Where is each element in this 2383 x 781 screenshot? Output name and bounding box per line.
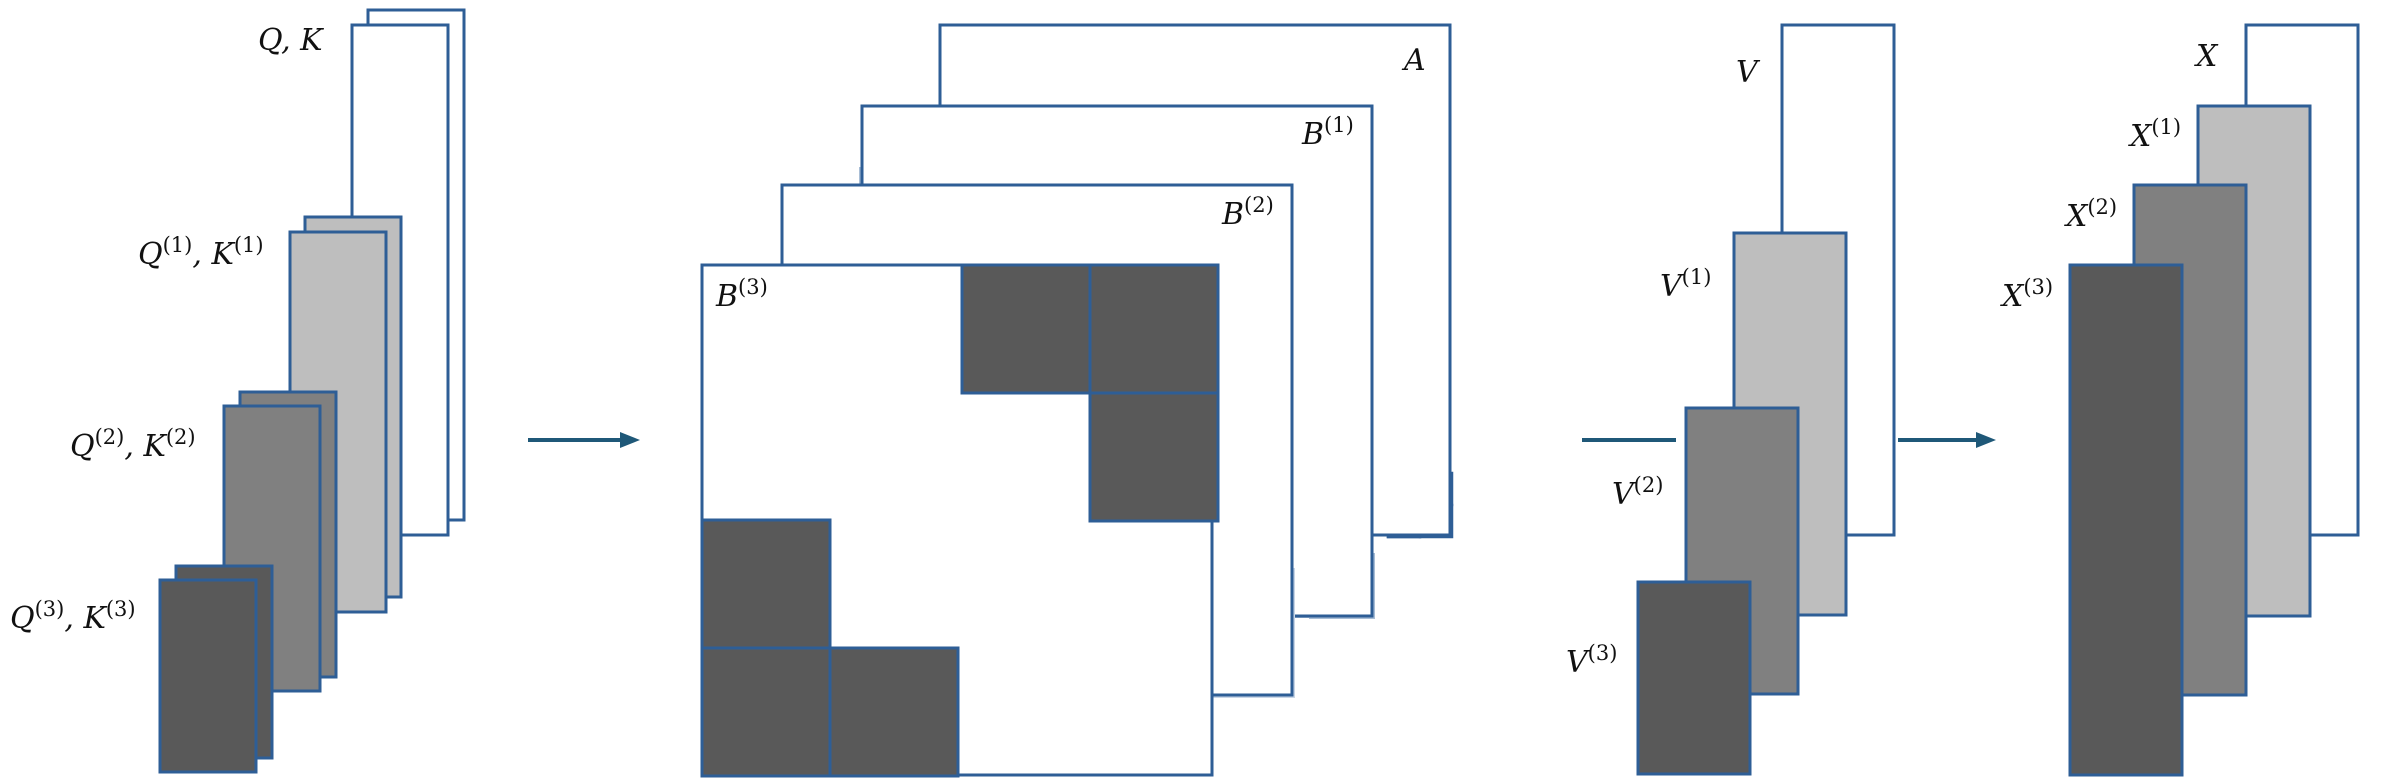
b3-block [1088, 263, 1220, 395]
v-stack [1636, 23, 1896, 776]
level-b3-blocks [700, 263, 1220, 778]
b3-block [960, 263, 1092, 395]
label-x3: X(3) [2000, 275, 2053, 314]
attention-matrix [700, 23, 1454, 778]
label-x1: X(1) [2128, 115, 2181, 154]
label-v2: V(2) [1612, 473, 1663, 512]
label-v1: V(1) [1660, 265, 1711, 304]
label-b2: B(2) [1221, 193, 1274, 232]
b3-block [828, 646, 960, 778]
label-v3: V(3) [1566, 641, 1617, 680]
qk3-front [158, 578, 258, 774]
v3-block [1636, 580, 1752, 776]
label-x: X [2194, 39, 2219, 74]
b3-block [700, 518, 832, 650]
b3-block [1088, 391, 1220, 523]
label-a: A [1401, 43, 1426, 78]
x-stack [2068, 23, 2360, 777]
label-qk3: Q(3), K(3) [10, 597, 136, 636]
label-b3: B(3) [715, 275, 768, 314]
label-qk1: Q(1), K(1) [138, 233, 264, 272]
label-qk: Q, K [258, 23, 324, 58]
x3-block [2068, 263, 2184, 777]
label-b1: B(1) [1301, 113, 1354, 152]
label-x2: X(2) [2064, 195, 2117, 234]
b3-block [700, 646, 832, 778]
arrow-v-to-x [1898, 432, 1996, 448]
qk-stack [158, 8, 466, 774]
label-qk2: Q(2), K(2) [70, 425, 196, 464]
arrow-qk-to-attention [528, 432, 640, 448]
label-v: V [1736, 55, 1761, 90]
